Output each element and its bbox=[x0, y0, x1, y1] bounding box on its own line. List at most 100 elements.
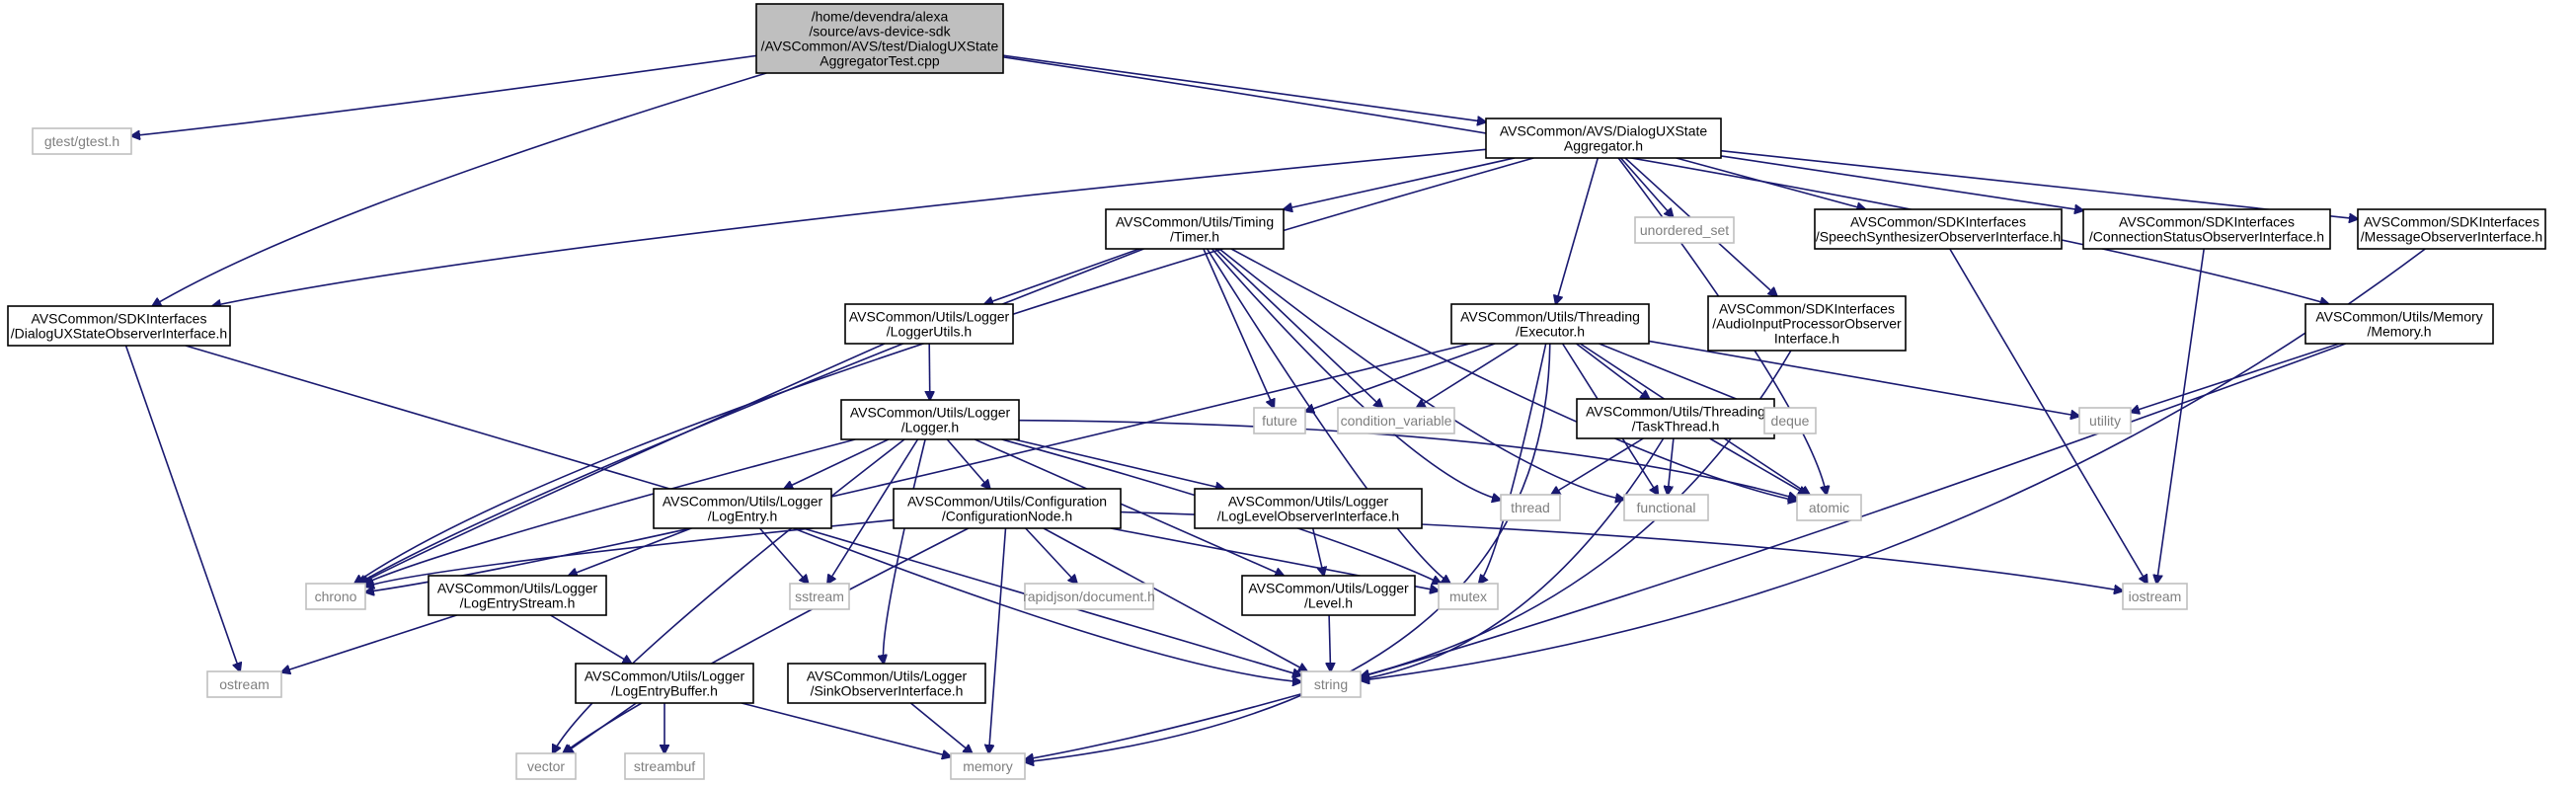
node-taskThread[interactable]: AVSCommon/Utils/Threading/TaskThread.h bbox=[1576, 398, 1775, 439]
node-label: AVSCommon/Utils/Logger bbox=[663, 494, 823, 510]
edge-executor-to-mutex bbox=[1479, 343, 1547, 584]
edge-aggregator-to-speechObs bbox=[1676, 157, 1866, 209]
node-label: streambuf bbox=[634, 758, 695, 774]
node-label: sstream bbox=[795, 589, 844, 604]
node-condvar: condition_variable bbox=[1337, 407, 1455, 434]
node-string: string bbox=[1300, 670, 1362, 698]
node-label: /DialogUXStateObserverInterface.h bbox=[11, 326, 227, 342]
node-speechObs[interactable]: AVSCommon/SDKInterfaces/SpeechSynthesize… bbox=[1814, 208, 2063, 250]
node-rapidjson: rapidjson/document.h bbox=[1023, 583, 1155, 610]
node-msgObs[interactable]: AVSCommon/SDKInterfaces/MessageObserverI… bbox=[2357, 208, 2546, 250]
node-sstream: sstream bbox=[789, 583, 850, 610]
node-box bbox=[575, 663, 754, 704]
node-box bbox=[1796, 494, 1862, 521]
node-label: unordered_set bbox=[1640, 222, 1729, 238]
edge-executor-to-taskThread bbox=[1576, 343, 1650, 399]
edge-timer-to-atomic bbox=[1230, 248, 1797, 501]
node-box bbox=[840, 399, 1020, 440]
node-box bbox=[1300, 670, 1362, 698]
edge-executor-to-memory bbox=[1025, 343, 1551, 762]
node-loggerUtils[interactable]: AVSCommon/Utils/Logger/LoggerUtils.h bbox=[844, 303, 1014, 345]
edge-root-to-dialogObs bbox=[152, 72, 767, 306]
node-level[interactable]: AVSCommon/Utils/Logger/Level.h bbox=[1241, 575, 1416, 616]
edge-taskThread-to-functional bbox=[1668, 437, 1675, 495]
node-label: functional bbox=[1637, 500, 1696, 515]
edge-logLevelObs-to-level bbox=[1311, 527, 1324, 576]
node-box bbox=[206, 670, 282, 698]
node-label: AVSCommon/Utils/Logger bbox=[807, 668, 968, 684]
edge-logEntry-to-logEntryStream bbox=[569, 527, 692, 576]
edge-root-to-aggregator bbox=[1002, 54, 1486, 121]
node-box bbox=[1634, 216, 1735, 244]
node-executor[interactable]: AVSCommon/Utils/Threading/Executor.h bbox=[1450, 303, 1650, 345]
node-label: AVSCommon/Utils/Logger bbox=[850, 405, 1011, 421]
node-label: /LogEntry.h bbox=[708, 509, 778, 524]
node-box bbox=[1194, 488, 1423, 529]
node-sinkObs[interactable]: AVSCommon/Utils/Logger/SinkObserverInter… bbox=[787, 663, 986, 704]
node-label: /Executor.h bbox=[1516, 324, 1585, 340]
node-box bbox=[2122, 583, 2188, 610]
edge-logger-to-sstream bbox=[827, 438, 919, 584]
node-box bbox=[787, 663, 986, 704]
edge-memoryH-to-memory bbox=[1025, 343, 2346, 759]
edge-logEntryStream-to-ostream bbox=[281, 614, 457, 672]
node-box bbox=[1576, 398, 1775, 439]
node-future: future bbox=[1253, 407, 1306, 434]
node-logEntryStream[interactable]: AVSCommon/Utils/Logger/LogEntryStream.h bbox=[428, 575, 607, 616]
node-box bbox=[1450, 303, 1650, 345]
node-logEntry[interactable]: AVSCommon/Utils/Logger/LogEntry.h bbox=[653, 488, 832, 529]
edge-loggerUtils-to-chrono bbox=[360, 343, 886, 584]
node-label: AVSCommon/Utils/Threading bbox=[1460, 309, 1640, 325]
edge-aggregator-to-msgObs bbox=[1720, 149, 2358, 219]
edge-logger-to-logLevelObs bbox=[1013, 438, 1224, 489]
edge-memoryH-to-utility bbox=[2131, 343, 2340, 412]
node-box bbox=[1763, 407, 1817, 434]
node-label: chrono bbox=[315, 589, 357, 604]
node-box bbox=[2357, 208, 2546, 250]
node-timer[interactable]: AVSCommon/Utils/Timing/Timer.h bbox=[1105, 208, 1285, 250]
edge-timer-to-loggerUtils bbox=[984, 248, 1140, 304]
node-label: thread bbox=[1511, 500, 1550, 515]
node-memoryH[interactable]: AVSCommon/Utils/Memory/Memory.h bbox=[2304, 303, 2494, 345]
node-audioObs[interactable]: AVSCommon/SDKInterfaces/AudioInputProces… bbox=[1707, 295, 1907, 352]
node-root[interactable]: /home/devendra/alexa/source/avs-device-s… bbox=[755, 3, 1004, 74]
node-box bbox=[1337, 407, 1455, 434]
node-thread: thread bbox=[1500, 494, 1561, 521]
node-mutex: mutex bbox=[1438, 583, 1499, 610]
edge-speechObs-to-iostream bbox=[1949, 248, 2147, 584]
edge-sinkObs-to-memory bbox=[909, 702, 972, 753]
edge-logger-to-logEntry bbox=[784, 438, 890, 489]
node-label: memory bbox=[963, 758, 1013, 774]
node-logLevelObs[interactable]: AVSCommon/Utils/Logger/LogLevelObserverI… bbox=[1194, 488, 1423, 529]
node-label: AVSCommon/Utils/Logger bbox=[1228, 494, 1389, 510]
dependency-nodes: /home/devendra/alexa/source/avs-device-s… bbox=[7, 3, 2546, 780]
node-logger[interactable]: AVSCommon/Utils/Logger/Logger.h bbox=[840, 399, 1020, 440]
node-label: AVSCommon/Utils/Memory bbox=[2315, 309, 2482, 325]
node-logEntryBuffer[interactable]: AVSCommon/Utils/Logger/LogEntryBuffer.h bbox=[575, 663, 754, 704]
node-label: future bbox=[1262, 413, 1297, 429]
node-label: /LoggerUtils.h bbox=[887, 324, 972, 340]
edge-timer-to-condvar bbox=[1214, 248, 1382, 408]
node-label: gtest/gtest.h bbox=[44, 133, 119, 149]
node-label: /MessageObserverInterface.h bbox=[2361, 229, 2542, 245]
node-box bbox=[2304, 303, 2494, 345]
node-configNode[interactable]: AVSCommon/Utils/Configuration/Configurat… bbox=[893, 488, 1122, 529]
node-utility: utility bbox=[2078, 407, 2132, 434]
node-ostream: ostream bbox=[206, 670, 282, 698]
edge-configNode-to-string bbox=[1043, 527, 1307, 671]
node-box bbox=[1623, 494, 1709, 521]
node-connObs[interactable]: AVSCommon/SDKInterfaces/ConnectionStatus… bbox=[2082, 208, 2331, 250]
node-box bbox=[1485, 118, 1722, 159]
node-box bbox=[789, 583, 850, 610]
node-box bbox=[428, 575, 607, 616]
node-label: /SpeechSynthesizerObserverInterface.h bbox=[1816, 229, 2061, 245]
node-box bbox=[1105, 208, 1285, 250]
node-dialogObs[interactable]: AVSCommon/SDKInterfaces/DialogUXStateObs… bbox=[7, 305, 231, 347]
edge-logger-to-configNode bbox=[946, 438, 989, 489]
node-box bbox=[1438, 583, 1499, 610]
edge-connObs-to-iostream bbox=[2156, 248, 2205, 584]
node-label: iostream bbox=[2129, 589, 2182, 604]
edge-timer-to-functional bbox=[1218, 248, 1624, 500]
edge-logger-to-level bbox=[974, 438, 1284, 576]
